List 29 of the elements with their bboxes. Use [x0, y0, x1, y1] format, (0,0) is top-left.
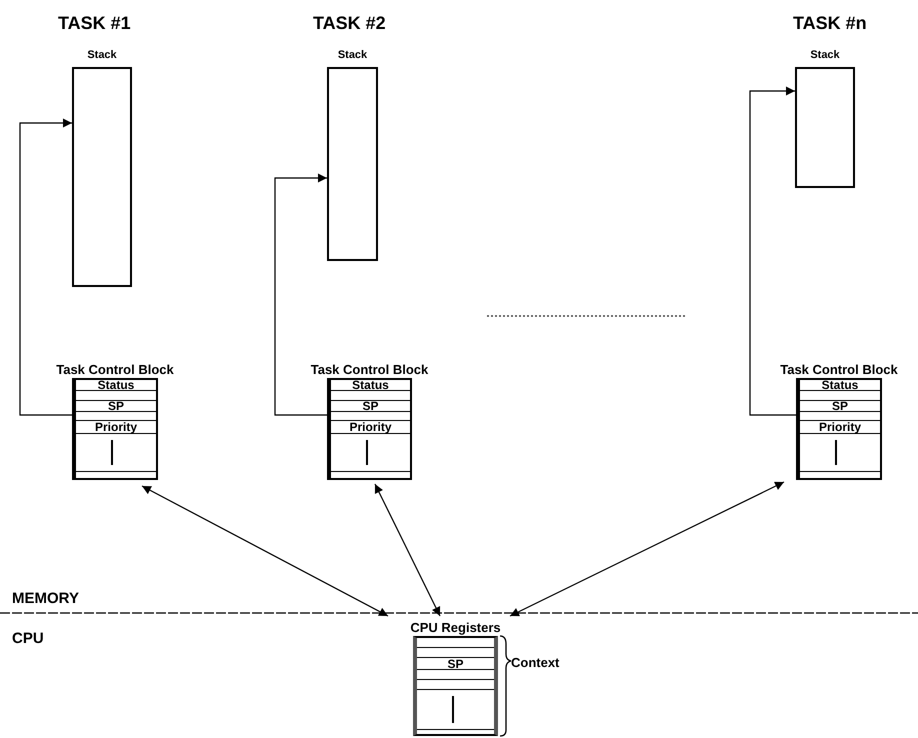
field-label: Status — [352, 379, 389, 391]
box-heading: Stack — [810, 48, 840, 63]
field-label: Priority — [94, 421, 137, 433]
field-label: Priority — [818, 421, 861, 433]
arrow — [19, 118, 72, 416]
field-label: SP — [832, 400, 848, 412]
task-title: TASK #n — [793, 12, 867, 35]
arrow — [374, 484, 441, 616]
task-title: TASK #1 — [58, 12, 131, 35]
field-label: SP — [362, 400, 378, 412]
box-heading: CPU Registers — [410, 620, 501, 636]
box-heading: Task Control Block — [310, 362, 428, 378]
field-label: SP — [447, 658, 464, 670]
field-label: Status — [98, 379, 134, 391]
section-label: MEMORY — [12, 589, 79, 609]
box-heading: Task Control Block — [56, 362, 174, 378]
arrow — [142, 485, 388, 617]
field-label: SP — [108, 400, 124, 412]
arrow — [749, 86, 796, 416]
section-label: CPU — [12, 629, 44, 649]
bracket-label: Context — [511, 654, 560, 672]
field-label: Priority — [349, 421, 392, 433]
arrow — [510, 481, 784, 617]
box-heading: Stack — [87, 48, 117, 63]
box-heading: Stack — [338, 48, 368, 63]
task-title: TASK #2 — [313, 12, 386, 35]
field-label: Status — [822, 379, 858, 391]
box-heading: Task Control Block — [780, 362, 898, 378]
arrow — [274, 174, 327, 416]
